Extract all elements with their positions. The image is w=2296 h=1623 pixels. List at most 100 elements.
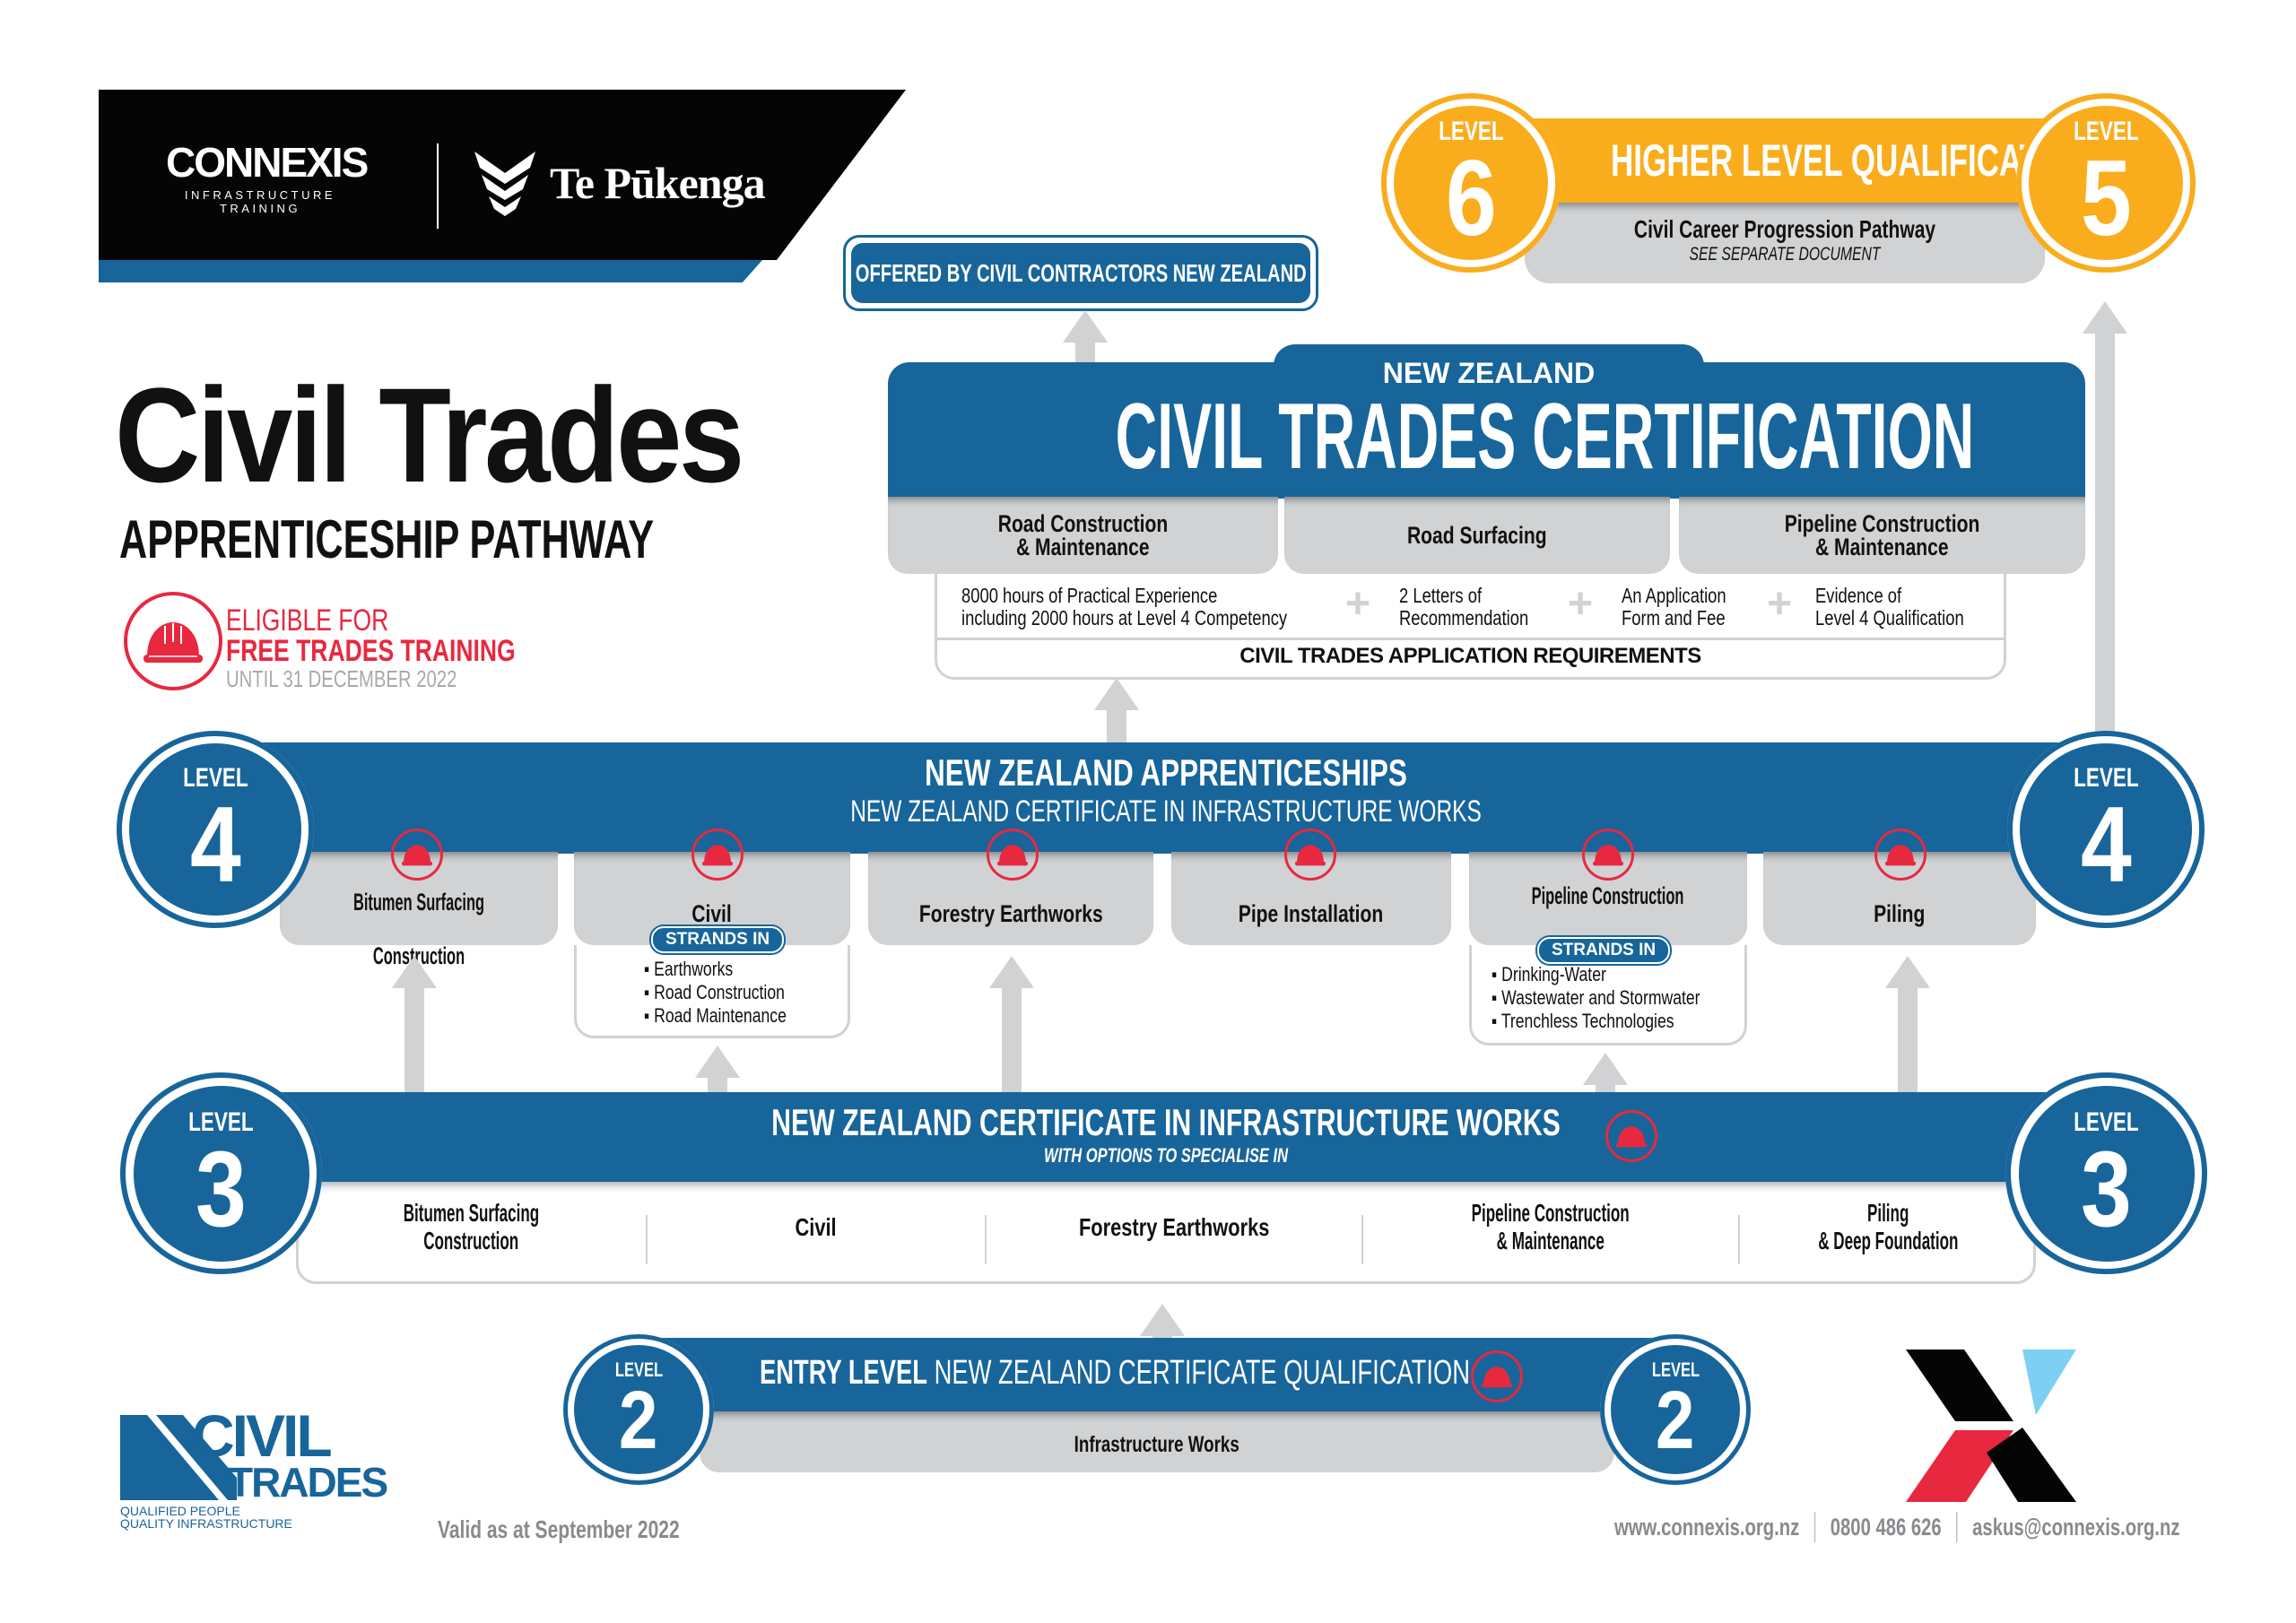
divider	[646, 1215, 648, 1264]
eligible-label: ELIGIBLE FOR	[226, 603, 389, 638]
header-divider	[437, 143, 439, 229]
civil-strand-item: Road Maintenance	[644, 1004, 787, 1028]
requirement-1-line1: 2 Letters of	[1399, 584, 1483, 607]
cert-title: CIVIL TRADES CERTIFICATION	[1115, 385, 1975, 489]
level-4-label: LEVEL	[182, 763, 248, 793]
level-3-badge-right: LEVEL 3	[2005, 1072, 2207, 1274]
l3-option-0-line2: Construction	[422, 1227, 518, 1254]
hardhat-icon	[1471, 1350, 1523, 1402]
email-link[interactable]: askus@connexis.org.nz	[1972, 1513, 2180, 1541]
requirement-2-line1: An Application	[1622, 584, 1726, 607]
arrow-l3-to-bitumen	[392, 956, 437, 1094]
level3-subtitle: WITH OPTIONS TO SPECIALISE IN	[1044, 1144, 1288, 1167]
valid-date: Valid as at September 2022	[438, 1515, 680, 1543]
level-2-number: 2	[1656, 1375, 1695, 1467]
l4-programme-4-line1: Pipeline Construction	[1532, 882, 1684, 909]
level-2-label: LEVEL	[1651, 1358, 1700, 1382]
hardhat-icon	[144, 622, 203, 663]
l3-option-3-line1: Pipeline Construction	[1471, 1199, 1631, 1227]
cert-tab-2-line2: & Maintenance	[1815, 534, 1949, 560]
level-5-label: LEVEL	[2073, 117, 2139, 146]
higher-level-title: HIGHER LEVEL QUALIFICATIONS	[1611, 135, 2116, 186]
divider	[985, 1215, 987, 1264]
l3-option-civil[interactable]: Civil	[648, 1182, 985, 1271]
connexis-logo[interactable]: CONNEXIS INFRASTRUCTURE TRAINING	[166, 142, 369, 215]
level-6-label: LEVEL	[1438, 117, 1504, 146]
connexis-subtitle: INFRASTRUCTURE TRAINING	[184, 188, 336, 215]
requirement-3-line2: Level 4 Qualification	[1815, 606, 1964, 629]
level2-content[interactable]: Infrastructure Works	[700, 1411, 1614, 1472]
header-banner: CONNEXIS INFRASTRUCTURE TRAINING Te Pūke…	[99, 90, 906, 282]
civil-trades-slash-icon	[120, 1415, 237, 1500]
l3-option-2-line1: Forestry Earthworks	[1078, 1212, 1270, 1241]
plus-icon: +	[1345, 580, 1371, 628]
l3-option-1-line1: Civil	[795, 1212, 838, 1241]
pipeline-strand-item: Wastewater and Stormwater	[1492, 986, 1700, 1010]
level-5-number: 5	[2080, 138, 2132, 258]
hardhat-icon	[1605, 1110, 1657, 1162]
website-link[interactable]: www.connexis.org.nz	[1614, 1513, 1800, 1541]
l4-programme-1-line1: Civil	[691, 900, 733, 927]
divider	[1361, 1215, 1363, 1264]
civil-strand-item: Road Construction	[644, 981, 787, 1004]
l3-option-forestry[interactable]: Forestry Earthworks	[987, 1182, 1361, 1271]
l3-option-3-line2: & Maintenance	[1496, 1227, 1605, 1254]
civil-trades-logo-top: CIVIL	[192, 1402, 333, 1469]
pipeline-strand-item: Drinking-Water	[1492, 963, 1700, 986]
cert-tab-road-construction: Road Construction & Maintenance	[888, 497, 1278, 574]
l3-option-piling[interactable]: Piling& Deep Foundation	[1740, 1182, 2036, 1271]
phone-link[interactable]: 0800 486 626	[1830, 1513, 1942, 1541]
l3-option-4-line1: Piling	[1866, 1199, 1909, 1227]
level-2-badge-left: LEVEL 2	[563, 1334, 714, 1485]
page-subtitle: APPRENTICESHIP PATHWAY	[119, 509, 655, 569]
free-training-text: ELIGIBLE FOR FREE TRADES TRAINING UNTIL …	[226, 605, 516, 691]
level2-title-bold: ENTRY LEVEL	[760, 1354, 927, 1392]
divider	[1813, 1512, 1816, 1542]
tepukenga-logo[interactable]: Te Pūkenga	[471, 148, 766, 218]
hardhat-icon	[1284, 829, 1336, 881]
l3-option-4-line2: & Deep Foundation	[1817, 1227, 1959, 1254]
requirement-2: An Application Form and Fee	[1622, 585, 1726, 629]
hardhat-icon	[1874, 829, 1926, 881]
connexis-x-logo-icon	[1906, 1350, 2076, 1502]
civil-strands-badge: STRANDS IN	[651, 926, 785, 953]
hardhat-icon	[1582, 829, 1634, 881]
level2-title: ENTRY LEVEL NEW ZEALAND CERTIFICATE QUAL…	[760, 1354, 1470, 1393]
offered-by-box: OFFERED BY CIVIL CONTRACTORS NEW ZEALAND	[843, 235, 1318, 311]
cert-tab-road-surfacing: Road Surfacing	[1284, 497, 1670, 574]
level4-title: NEW ZEALAND APPRENTICESHIPS	[925, 751, 1407, 794]
level-3-label: LEVEL	[188, 1107, 254, 1137]
l3-option-0-line1: Bitumen Surfacing	[403, 1199, 539, 1227]
requirements-divider	[935, 638, 2006, 640]
cert-tab-2-line1: Pipeline Construction	[1784, 510, 1980, 537]
pipeline-strand-item: Trenchless Technologies	[1492, 1010, 1700, 1033]
requirements-box	[935, 574, 2006, 680]
requirement-0: 8000 hours of Practical Experience inclu…	[961, 585, 1287, 629]
arrow-l4-to-l5	[2083, 301, 2127, 731]
level-3-number: 3	[2081, 1128, 2132, 1249]
hardhat-icon	[391, 829, 443, 881]
cert-tab-0-line2: & Maintenance	[1016, 534, 1150, 560]
level-3-badge-left: LEVEL 3	[120, 1072, 322, 1274]
plus-icon: +	[1767, 580, 1793, 628]
free-trades-label: FREE TRADES TRAINING	[226, 634, 516, 668]
l4-programme-0-line1: Bitumen Surfacing	[352, 889, 485, 916]
l3-option-pipeline[interactable]: Pipeline Construction& Maintenance	[1363, 1182, 1738, 1271]
civil-trades-tagline-1: QUALIFIED PEOPLE	[120, 1504, 240, 1518]
requirement-1-line2: Recommendation	[1399, 606, 1529, 629]
civil-strand-item: Earthworks	[644, 958, 787, 981]
arrow-l3-to-piling	[1885, 956, 1930, 1094]
cert-tab-1-line1: Road Surfacing	[1407, 521, 1547, 549]
free-training-badge	[124, 592, 222, 690]
plus-icon: +	[1568, 580, 1594, 628]
higher-level-content: Civil Career Progression Pathway SEE SEP…	[1525, 203, 2045, 283]
cert-kicker: NEW ZEALAND	[1382, 357, 1596, 389]
civil-trades-tagline-2: QUALITY INFRASTRUCTURE	[120, 1516, 292, 1531]
l4-programme-2-line1: Forestry Earthworks	[918, 900, 1103, 927]
level4-bar	[206, 742, 2126, 854]
see-separate-note: SEE SEPARATE DOCUMENT	[1689, 244, 1881, 265]
level-2-number: 2	[619, 1375, 658, 1467]
level-3-label: LEVEL	[2074, 1107, 2139, 1137]
civil-trades-logo[interactable]: CIVIL TRADES QUALIFIED PEOPLE QUALITY IN…	[120, 1406, 434, 1530]
